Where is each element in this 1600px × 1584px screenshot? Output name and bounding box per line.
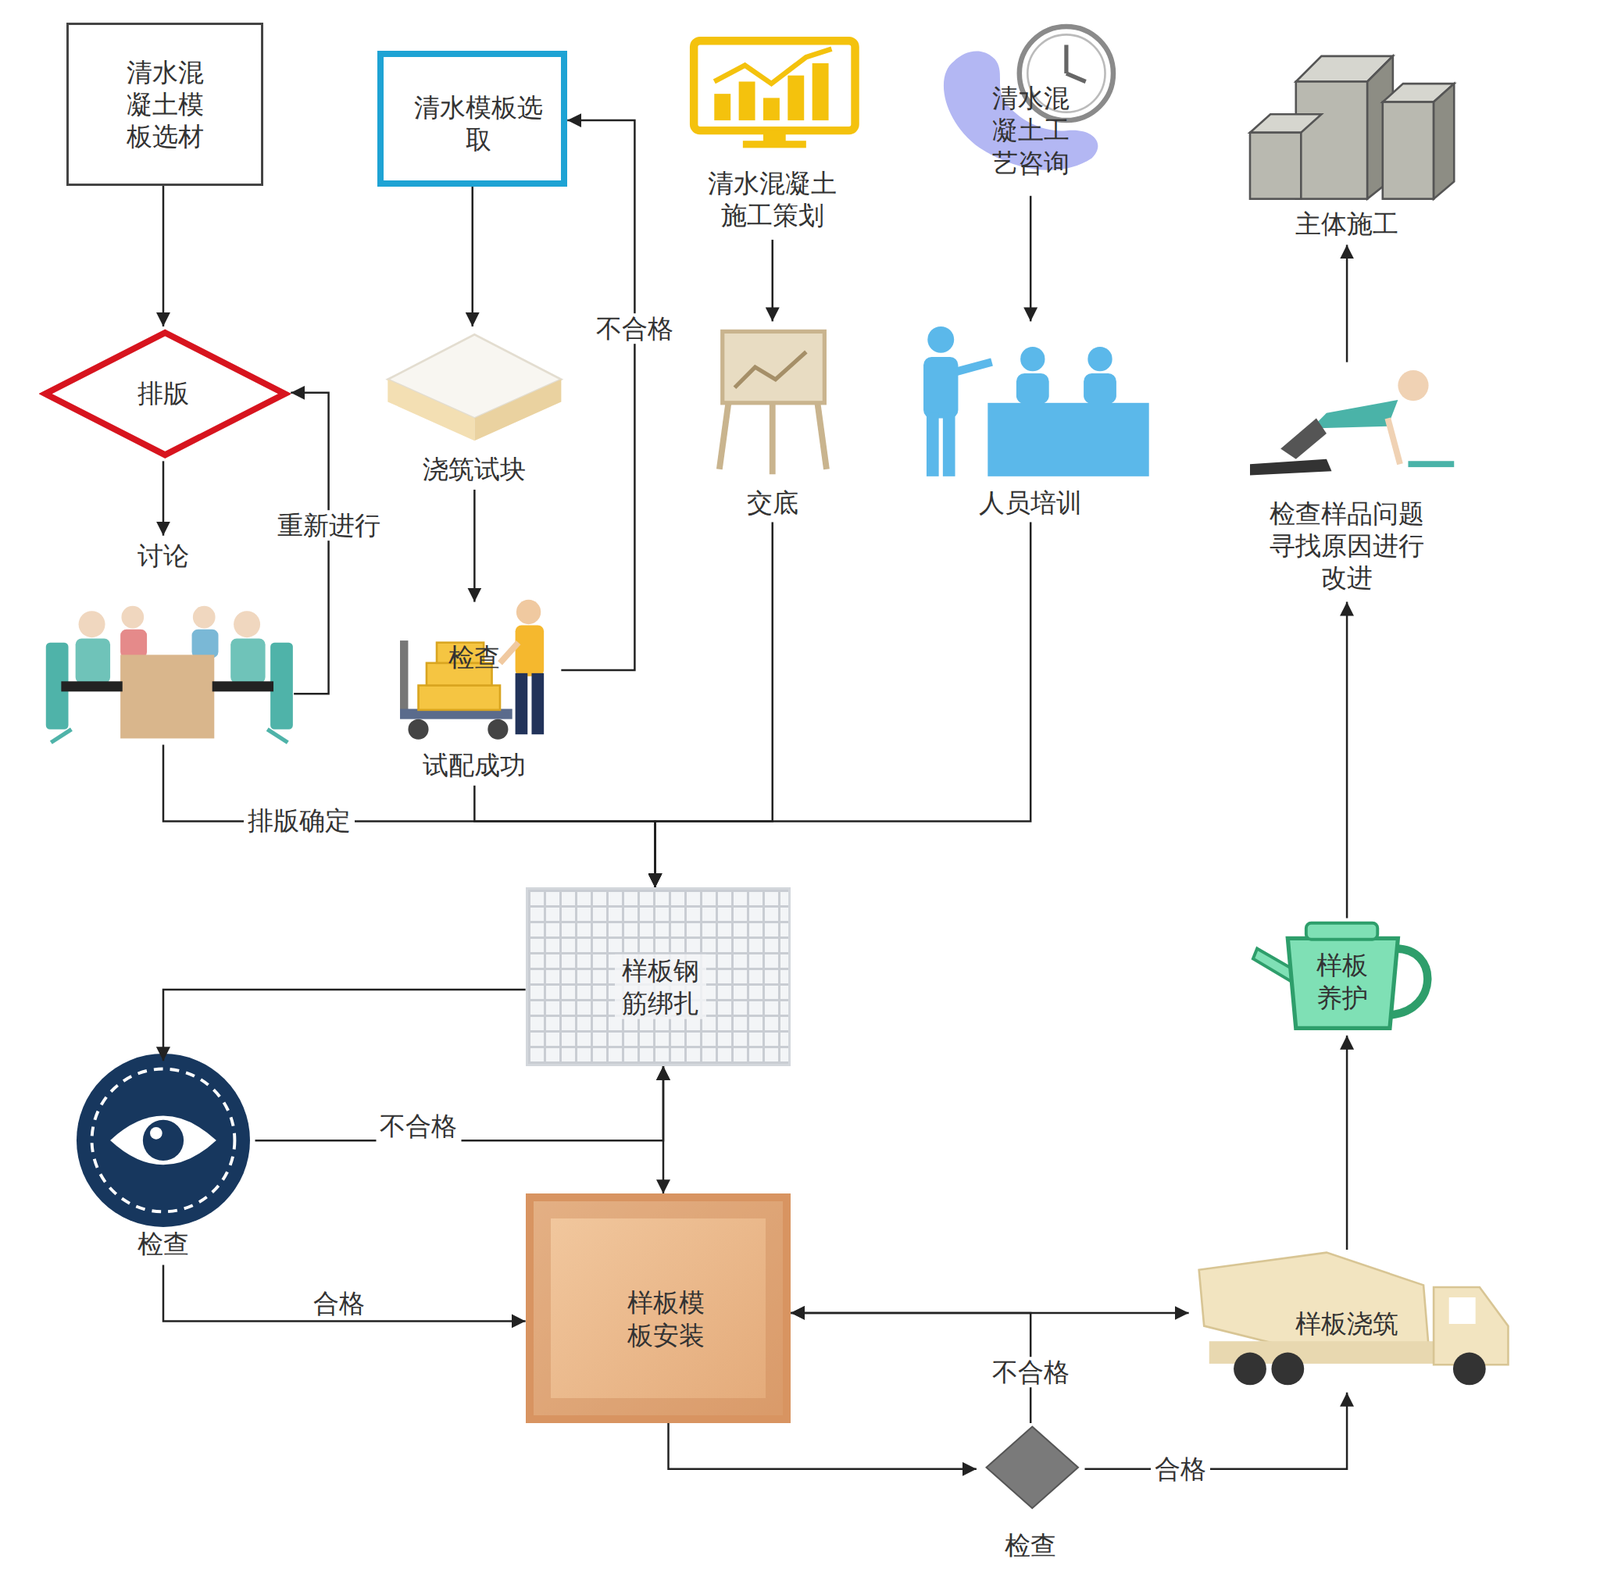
node-text: 清水模板选取 [410,91,548,157]
node-text: 清水混凝土施工策划 [703,166,842,232]
diamond-shape [45,332,286,455]
flow-connector [290,392,329,694]
flow-connector [162,460,165,536]
edge-label: 重新进行 [273,510,385,542]
icon-node: 主体施工 [1239,40,1460,245]
node-text: 样板浇筑 [1270,1308,1424,1341]
node-text: 讨论 [112,539,215,572]
decision-diamond: 检查 [976,1423,1086,1565]
diamond-shape [985,1427,1078,1509]
icon-node: 讨论 [39,535,295,746]
node-text: 人员培训 [953,486,1108,519]
edge-label: 不合格 [988,1357,1074,1389]
flow-connector [1346,244,1349,362]
training-icon [923,326,1150,477]
flow-connector [1029,196,1033,322]
icon-node: 检查试配成功 [387,602,561,786]
node-text: 浇筑试块 [397,453,551,486]
edge-label: 不合格 [375,1110,461,1143]
node-text: 排版 [112,378,215,411]
icon-node: 样板浇筑 [1189,1250,1511,1393]
icon-node: 人员培训 [913,321,1154,522]
edge-label: 不合格 [592,313,678,345]
eye-icon [76,1053,250,1228]
icon-node: 检查 [73,1060,255,1265]
meeting-icon [46,606,293,743]
icon-node: 清水混凝土工艺咨询 [933,22,1128,197]
node-text: 样板养护 [1310,949,1374,1015]
edge-label: 排版确定 [243,806,355,838]
process-box: 样板钢筋绑扎 [525,887,792,1067]
flow-connector [655,522,1032,889]
flow-connector [471,186,474,327]
watering-can-icon [1253,923,1428,1029]
flow-connector [1346,602,1349,919]
flow-connector [668,1423,977,1470]
cart-icon [400,600,544,740]
icon-node: 样板养护 [1250,918,1440,1036]
icon-node: 检查样品问题寻找原因进行改进 [1239,362,1465,603]
flow-connector [655,522,773,889]
flow-connector [163,744,656,888]
flow-connector [163,989,526,1061]
flow-connector [662,1066,665,1194]
node-text: 检查 [433,642,515,675]
edge-label: 合格 [309,1288,369,1320]
flow-connector [1346,1035,1349,1250]
flow-connector [163,1265,526,1322]
node-text: 样板钢筋绑扎 [614,954,708,1020]
decision-diamond: 排版 [39,326,292,461]
node-text: 试配成功 [397,749,551,782]
node-text: 主体施工 [1270,208,1424,241]
node-text: 交底 [721,486,824,519]
node-text: 检查样品问题寻找原因进行改进 [1265,497,1429,595]
process-box: 样板模板安装 [525,1193,792,1424]
flow-connector [162,185,165,327]
building-icon [1250,56,1454,200]
process-box: 清水混凝土模板选材 [66,22,264,186]
flow-connector [474,785,655,889]
flow-connector [771,239,774,322]
flow-connector [1084,1392,1347,1470]
process-box: 清水模板选取 [377,50,568,187]
icon-node: 交底 [709,321,837,522]
flow-connector [473,489,476,603]
icon-node: 清水混凝土施工策划 [683,30,863,240]
node-text: 清水混凝土模板选材 [119,56,212,154]
easel-icon [719,331,827,475]
node-text: 清水混凝土工艺咨询 [984,82,1077,179]
edge-label: 合格 [1150,1453,1211,1486]
node-text: 检查 [979,1529,1083,1562]
inspector-icon [1250,370,1454,476]
test-block-icon [387,334,561,441]
node-text: 样板模板安装 [620,1286,713,1352]
node-text: 检查 [112,1228,215,1261]
mixer-truck-icon [1199,1253,1509,1386]
flow-connector [790,1312,1189,1315]
icon-node: 浇筑试块 [382,326,567,490]
monitor-icon [693,40,855,148]
flow-connector [560,120,635,671]
